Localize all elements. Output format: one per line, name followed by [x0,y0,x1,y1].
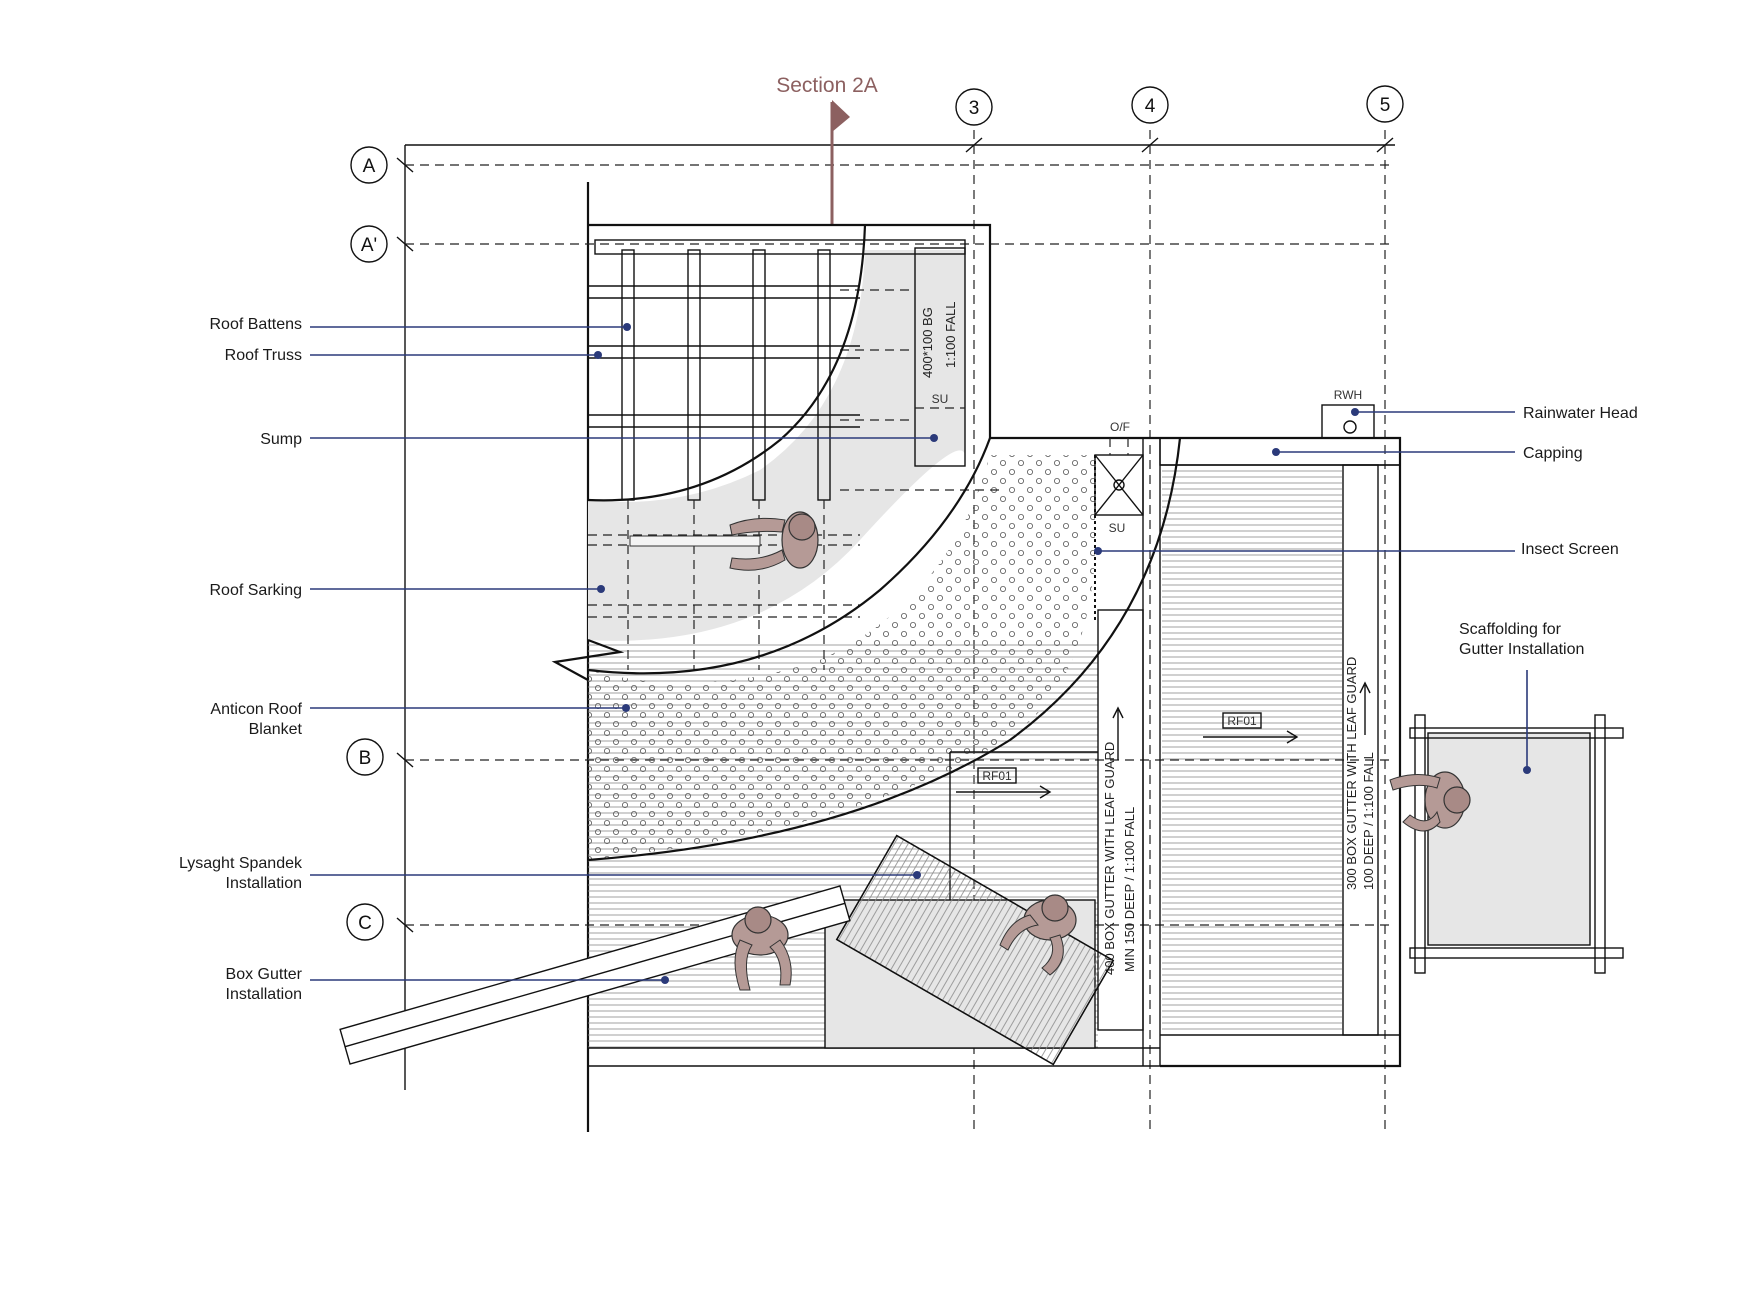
label-box-gutter-line2: Installation [226,986,303,1003]
grid-bubble-a-prime: A' [350,225,388,263]
grid-label-4: 4 [1145,96,1156,117]
label-sump: Sump [260,431,302,448]
center-gutter-size-note: 400 BOX GUTTER WITH LEAF GUARD [1102,742,1117,975]
overflow-sump: O/F SU [1094,420,1144,620]
top-box-gutter: 400*100 BG 1:100 FALL SU [914,247,966,467]
label-anticon-line1: Anticon Roof [210,701,302,718]
roof-outline [551,223,1402,1068]
label-box-gutter-line1: Box Gutter [226,966,303,983]
grid-bubble-c: C [346,903,384,941]
grid-bubble-4: 4 [1131,86,1169,124]
callout-roof-battens: Roof Battens [210,316,631,333]
callout-box-gutter-installation: Box Gutter Installation [226,966,669,1003]
label-rainwater-head: Rainwater Head [1523,405,1638,422]
callout-rainwater-head: Rainwater Head [1351,405,1638,422]
callout-sump: Sump [260,431,938,448]
callout-lysaght-spandek: Lysaght Spandek Installation [179,855,921,892]
callout-roof-truss: Roof Truss [225,347,602,364]
center-box-gutter: 400 BOX GUTTER WITH LEAF GUARD MIN 150 D… [1097,609,1144,1031]
grid-bubble-5: 5 [1366,85,1404,123]
rf01-left-label: RF01 [982,769,1012,783]
grid-label-b: B [359,748,372,769]
label-roof-sarking: Roof Sarking [210,582,303,599]
grid-label-a-prime: A' [361,235,377,256]
worker-figure [731,906,792,991]
label-spandek-line1: Lysaght Spandek [179,855,303,872]
worker-figure [999,894,1077,976]
label-roof-truss: Roof Truss [225,347,302,364]
grid-bubble-b: B [346,738,384,776]
section-marker: Section 2A [776,74,878,224]
label-capping: Capping [1523,445,1583,462]
rainwater-head: RWH [1321,388,1375,439]
grid-label-3: 3 [969,98,980,119]
overflow-tag: O/F [1110,420,1130,434]
top-gutter-fall-note: 1:100 FALL [943,302,958,369]
label-spandek-line2: Installation [226,875,303,892]
rf01-right-label: RF01 [1227,714,1257,728]
label-roof-battens: Roof Battens [210,316,303,333]
scaffolding [1409,714,1624,974]
label-anticon-line2: Blanket [249,721,303,738]
top-gutter-size-note: 400*100 BG [920,307,935,378]
callout-roof-sarking: Roof Sarking [210,582,605,599]
callout-scaffolding: Scaffolding for Gutter Installation [1459,621,1584,774]
callout-anticon-blanket: Anticon Roof Blanket [210,701,630,738]
grid-label-a: A [363,156,376,177]
right-gutter-fall-note: 100 DEEP / 1:100 FALL [1361,752,1376,890]
grid-label-5: 5 [1380,95,1391,116]
rf01-tag-right: RF01 [1203,712,1299,744]
worker-figure [629,511,819,571]
sump-tag-lower: SU [1109,521,1126,535]
center-gutter-fall-note: MIN 150 DEEP / 1:100 FALL [1122,807,1137,972]
label-scaffolding-line2: Gutter Installation [1459,641,1584,658]
spandek-sheet [835,834,1115,1066]
label-insect-screen: Insect Screen [1521,541,1619,558]
worker-figure [1389,771,1471,832]
callout-capping: Capping [1272,445,1583,462]
grid-label-c: C [358,913,372,934]
sump-tag-top: SU [932,392,949,406]
reveal-arcs [587,224,1182,862]
grid-bubble-a: A [350,146,388,184]
callout-insect-screen: Insect Screen [1094,541,1619,558]
label-scaffolding-line1: Scaffolding for [1459,621,1562,638]
rwh-tag: RWH [1334,388,1362,402]
right-gutter-size-note: 300 BOX GUTTER WITH LEAF GUARD [1344,657,1359,890]
section-marker-label: Section 2A [776,74,878,97]
grid-bubble-3: 3 [955,88,993,126]
